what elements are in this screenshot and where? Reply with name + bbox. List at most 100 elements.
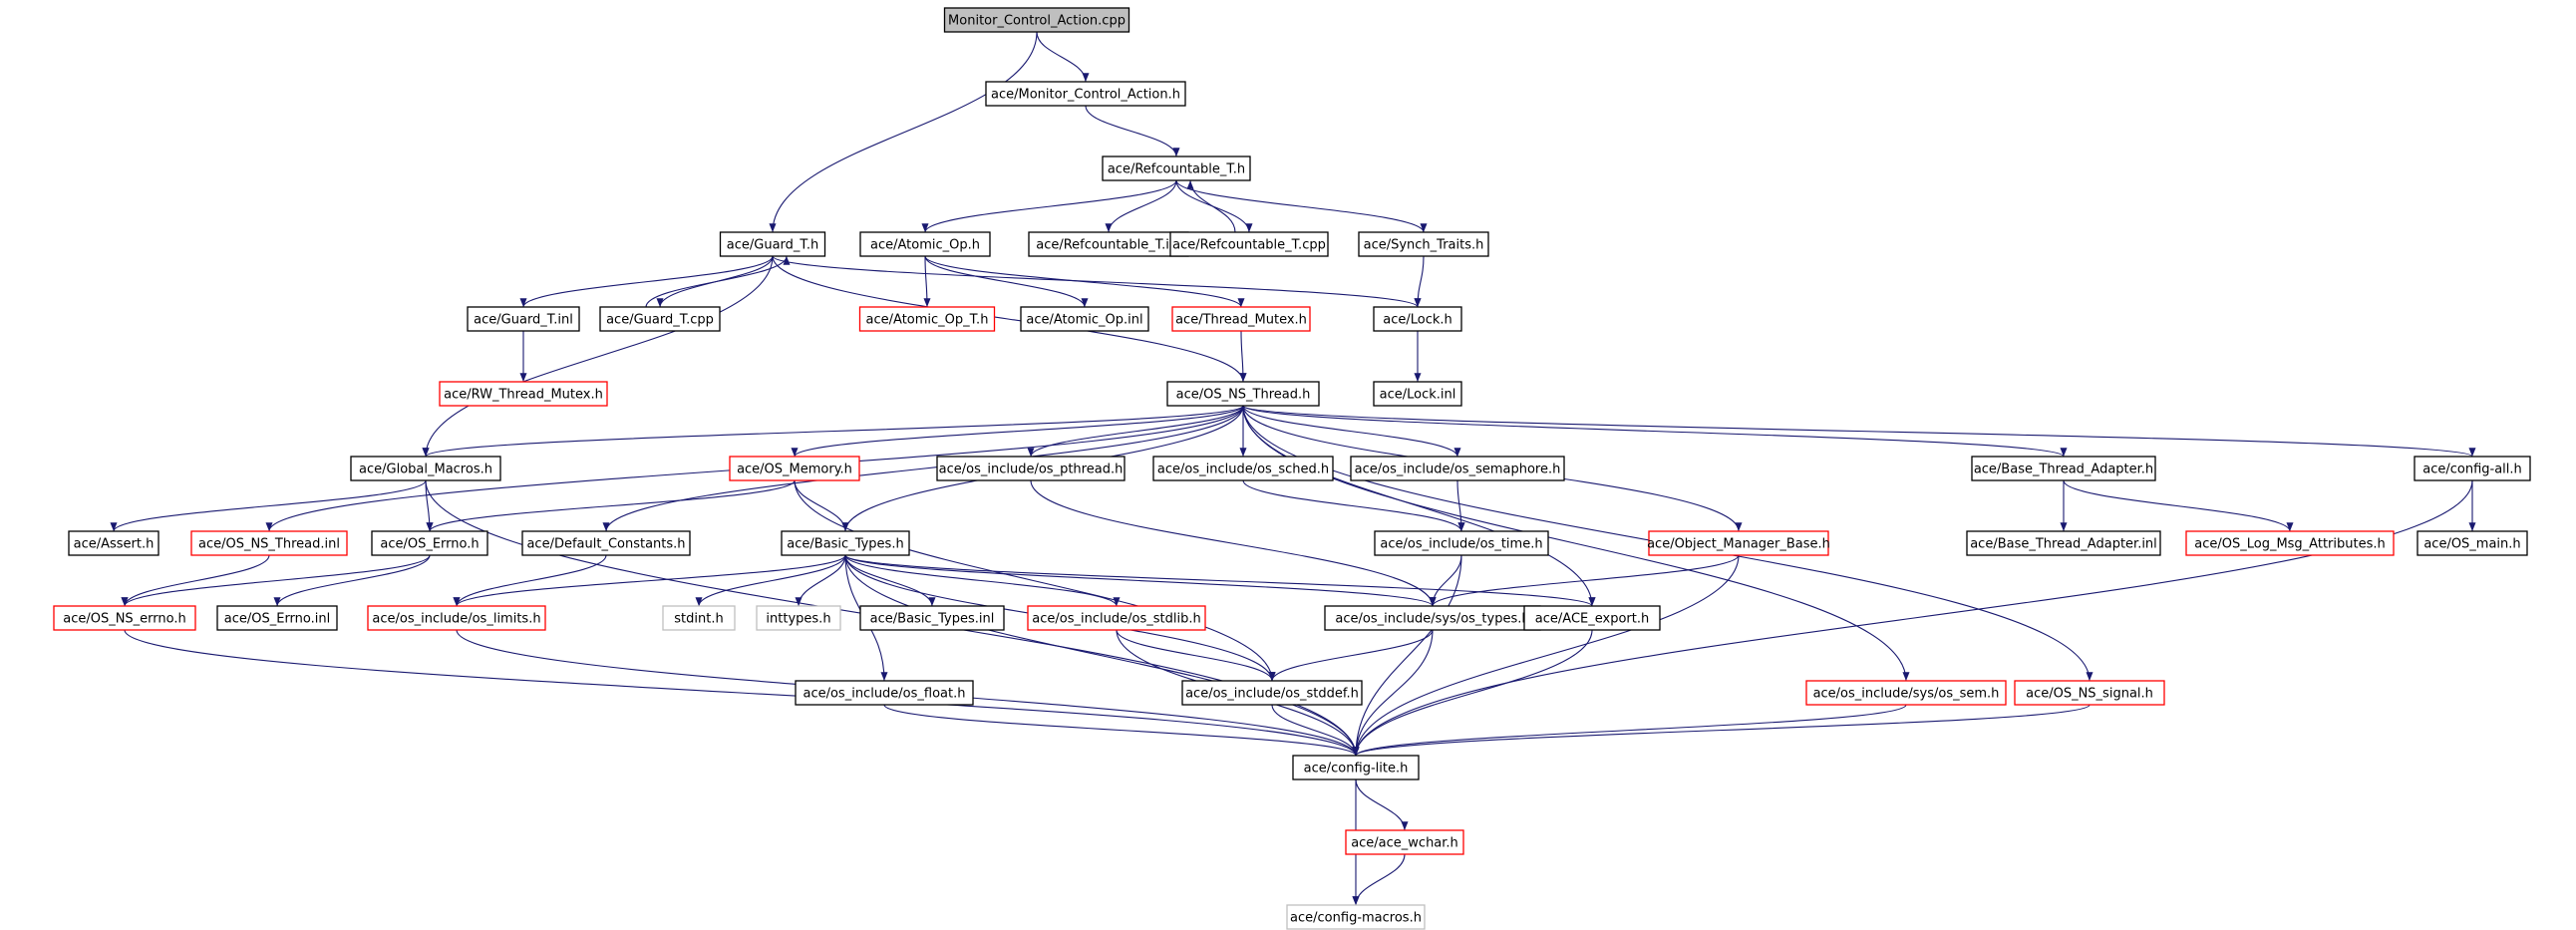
- node-os-stddef[interactable]: ace/os_include/os_stddef.h: [1181, 680, 1363, 706]
- node-label: ace/os_include/os_semaphore.h: [1355, 463, 1561, 477]
- node-os-errno-inl[interactable]: ace/OS_Errno.inl: [216, 605, 338, 631]
- dependency-edge-os_pthread-to-sys_types: [1030, 479, 1437, 607]
- node-lock-h[interactable]: ace/Lock.h: [1373, 306, 1462, 332]
- node-box: [859, 605, 1005, 631]
- node-synch[interactable]: ace/Synch_Traits.h: [1358, 231, 1489, 257]
- dependency-edge-os_ns_thread-to-os_pthread: [1027, 405, 1244, 458]
- node-box: [1523, 605, 1661, 631]
- node-os-ns-thread[interactable]: ace/OS_NS_Thread.h: [1166, 381, 1320, 407]
- dependency-edge-basic_types-to-basic_types_inl: [844, 554, 936, 607]
- dependency-edge-thread_mutex-to-os_ns_thread: [1239, 330, 1247, 383]
- node-label: ace/os_include/os_stdlib.h: [1032, 612, 1200, 627]
- node-box: [2416, 530, 2528, 556]
- dependency-edge-os_ns_thread-to-global_macros: [422, 405, 1244, 458]
- node-box: [1971, 456, 2156, 481]
- node-label: ace/Lock.h: [1383, 313, 1452, 328]
- node-label: ace/Object_Manager_Base.h: [1647, 537, 1830, 552]
- node-box: [1028, 231, 1189, 257]
- node-base-thread[interactable]: ace/Base_Thread_Adapter.h: [1971, 456, 2156, 481]
- node-sys-sem[interactable]: ace/os_include/sys/os_sem.h: [1805, 680, 2007, 706]
- node-label: ace/OS_Errno.h: [380, 537, 479, 552]
- dependency-edge-basic_types-to-ace_export: [844, 554, 1596, 607]
- node-guard-cpp[interactable]: ace/Guard_T.cpp: [599, 306, 721, 332]
- node-ace-wchar[interactable]: ace/ace_wchar.h: [1345, 829, 1464, 855]
- node-box: [985, 81, 1186, 107]
- dependency-edge-ace_wchar-to-config_macros: [1352, 853, 1406, 906]
- node-refc-cpp[interactable]: ace/Refcountable_T.cpp: [1169, 231, 1329, 257]
- node-base-thread-inl[interactable]: ace/Base_Thread_Adapter.inl: [1966, 530, 2161, 556]
- node-rw-mutex[interactable]: ace/RW_Thread_Mutex.h: [439, 381, 608, 407]
- node-os-stdlib[interactable]: ace/os_include/os_stdlib.h: [1027, 605, 1206, 631]
- node-box: [1358, 231, 1489, 257]
- node-atomic-inl[interactable]: ace/Atomic_Op.inl: [1020, 306, 1149, 332]
- node-ace-export[interactable]: ace/ACE_export.h: [1523, 605, 1661, 631]
- node-os-semaphore[interactable]: ace/os_include/os_semaphore.h: [1350, 456, 1565, 481]
- dependency-edge-os_ns_thread-to-os_memory: [791, 405, 1244, 458]
- node-box: [1166, 381, 1320, 407]
- dependency-edge-mon_h-to-refc_h: [1085, 105, 1180, 157]
- node-guard-h[interactable]: ace/Guard_T.h: [719, 231, 826, 257]
- node-label: ace/Synch_Traits.h: [1364, 238, 1484, 253]
- node-label: ace/Lock.inl: [1380, 388, 1456, 403]
- node-refc-h[interactable]: ace/Refcountable_T.h: [1102, 155, 1251, 181]
- node-os-main[interactable]: ace/OS_main.h: [2416, 530, 2528, 556]
- node-box: [1373, 381, 1462, 407]
- node-os-ns-signal[interactable]: ace/OS_NS_signal.h: [2014, 680, 2165, 706]
- node-default-constants[interactable]: ace/Default_Constants.h: [521, 530, 691, 556]
- node-box: [1027, 605, 1206, 631]
- dependency-edge-os_ns_thread-to-os_semaphore: [1242, 405, 1461, 458]
- node-box: [1648, 530, 1829, 556]
- node-basic-types-inl[interactable]: ace/Basic_Types.inl: [859, 605, 1005, 631]
- node-guard-inl[interactable]: ace/Guard_T.inl: [467, 306, 580, 332]
- node-os-float[interactable]: ace/os_include/os_float.h: [795, 680, 974, 706]
- file-nodes: Monitor_Control_Action.cppace/Monitor_Co…: [53, 7, 2531, 930]
- node-sys-types[interactable]: ace/os_include/sys/os_types.h: [1324, 605, 1541, 631]
- node-label: ace/Global_Macros.h: [359, 463, 492, 477]
- dependency-edge-os_ns_thread_inl-to-os_ns_errno: [121, 554, 270, 607]
- node-label: ace/OS_NS_Thread.h: [1176, 388, 1311, 403]
- node-label: ace/os_include/os_pthread.h: [939, 463, 1124, 477]
- dependency-edge-basic_types-to-stdint: [695, 554, 846, 607]
- dependency-edge-basic_types-to-os_limits: [453, 554, 846, 607]
- node-box: [1171, 306, 1311, 332]
- node-os-log-msg[interactable]: ace/OS_Log_Msg_Attributes.h: [2185, 530, 2395, 556]
- node-config-all[interactable]: ace/config-all.h: [2414, 456, 2531, 481]
- node-label: ace/Monitor_Control_Action.h: [991, 88, 1180, 103]
- dependency-edge-guard_h-to-guard_inl: [519, 255, 774, 308]
- dependency-edge-default_constants-to-os_limits: [453, 554, 607, 607]
- node-box: [190, 530, 348, 556]
- node-thread-mutex[interactable]: ace/Thread_Mutex.h: [1171, 306, 1311, 332]
- node-os-ns-thread-inl[interactable]: ace/OS_NS_Thread.inl: [190, 530, 348, 556]
- node-config-lite[interactable]: ace/config-lite.h: [1292, 755, 1420, 780]
- node-box: [795, 680, 974, 706]
- node-label: ace/os_include/os_sched.h: [1157, 463, 1329, 477]
- node-atomic-t[interactable]: ace/Atomic_Op_T.h: [858, 306, 996, 332]
- node-label: ace/OS_Log_Msg_Attributes.h: [2194, 537, 2385, 552]
- node-global-macros[interactable]: ace/Global_Macros.h: [350, 456, 501, 481]
- node-lock-inl[interactable]: ace/Lock.inl: [1373, 381, 1462, 407]
- node-refc-inl[interactable]: ace/Refcountable_T.inl: [1028, 231, 1189, 257]
- node-label: ace/config-all.h: [2422, 463, 2522, 477]
- dependency-edge-ace_export-to-config_lite: [1352, 629, 1593, 757]
- node-os-pthread[interactable]: ace/os_include/os_pthread.h: [936, 456, 1126, 481]
- node-os-sched[interactable]: ace/os_include/os_sched.h: [1152, 456, 1334, 481]
- node-os-time[interactable]: ace/os_include/os_time.h: [1374, 530, 1549, 556]
- node-mon-h[interactable]: ace/Monitor_Control_Action.h: [985, 81, 1186, 107]
- dependency-edge-os_stdlib-to-os_stddef: [1116, 629, 1276, 682]
- dependency-edge-refc_h-to-atomic_h: [921, 179, 1177, 233]
- node-assert-h[interactable]: ace/Assert.h: [68, 530, 160, 556]
- node-atomic-h[interactable]: ace/Atomic_Op.h: [859, 231, 991, 257]
- dependency-edge-guard_h-to-lock_h: [772, 255, 1422, 308]
- node-object-manager[interactable]: ace/Object_Manager_Base.h: [1647, 530, 1830, 556]
- dependency-edge-refc_cpp-to-refc_h: [1186, 179, 1236, 233]
- node-basic-types[interactable]: ace/Basic_Types.h: [781, 530, 910, 556]
- node-os-ns-errno[interactable]: ace/OS_NS_errno.h: [53, 605, 196, 631]
- node-label: ace/ACE_export.h: [1535, 612, 1649, 627]
- node-os-memory[interactable]: ace/OS_Memory.h: [729, 456, 860, 481]
- node-os-limits[interactable]: ace/os_include/os_limits.h: [367, 605, 546, 631]
- node-os-errno[interactable]: ace/OS_Errno.h: [371, 530, 488, 556]
- node-box: [1805, 680, 2007, 706]
- dependency-edge-basic_types-to-config_lite: [844, 554, 1360, 757]
- node-box: [1350, 456, 1565, 481]
- node-box: [859, 231, 991, 257]
